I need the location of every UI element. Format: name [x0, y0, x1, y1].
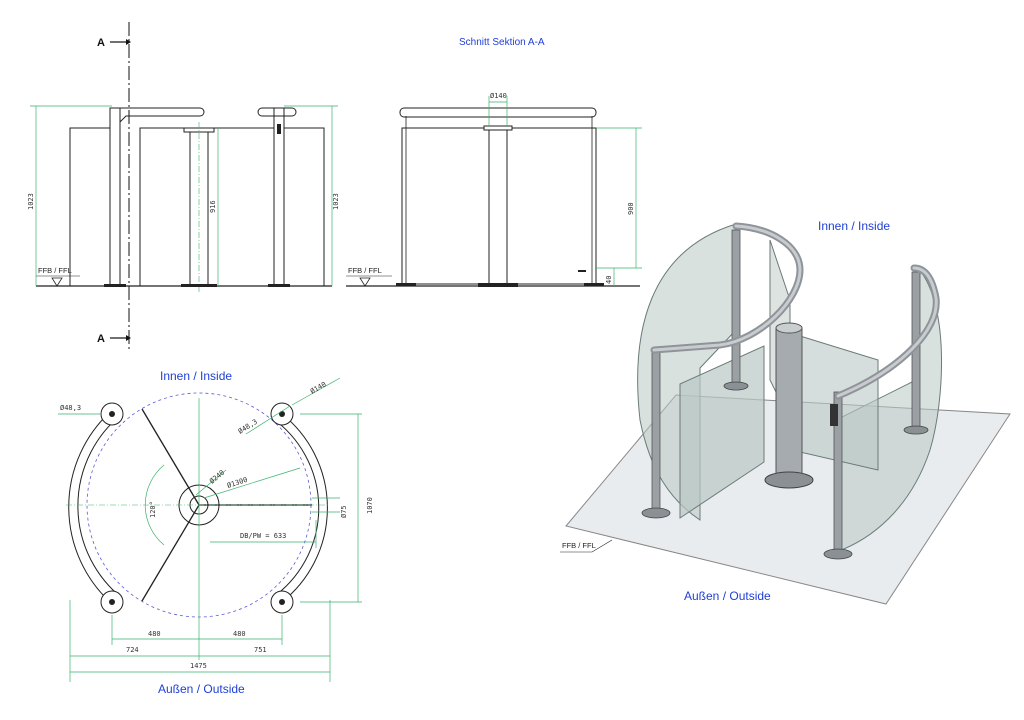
post-back-left — [731, 229, 741, 386]
leader-post-diameter — [291, 377, 341, 406]
post-base-back-left — [723, 381, 749, 391]
plan-post-center-bl — [109, 599, 115, 605]
wing-bottom — [141, 504, 200, 602]
card-reader-icon — [830, 404, 838, 426]
floor-label-3d: FFB / FFL — [562, 541, 596, 550]
label-inside-3d: Innen / Inside — [818, 219, 890, 233]
dim-clearance: 40 — [605, 276, 613, 284]
glass-panel-left — [69, 127, 111, 287]
top-rail-left-highlight — [652, 224, 802, 352]
dim-depth: 1070 — [366, 497, 374, 514]
dim-tube-diameter-left: Ø48,3 — [60, 404, 81, 412]
floor-label-front: FFB / FFL — [38, 266, 72, 275]
top-rail-right — [257, 107, 297, 117]
top-rail-right-highlight — [836, 266, 938, 398]
leader-tube-right — [245, 405, 291, 435]
plan-post-center-tr — [279, 411, 285, 417]
plan-view: Innen / Inside Außen / Outside Ø75 — [58, 369, 374, 696]
section-foot-right — [584, 283, 604, 286]
front-view: A A FFB / FFL 1023 916 — [27, 22, 340, 352]
dim-width-left: 724 — [126, 646, 139, 654]
dim-half-right: 480 — [233, 630, 246, 638]
cut-marker-top: A — [97, 37, 105, 49]
floor-level-symbol — [51, 277, 63, 287]
floor-label-section: FFB / FFL — [348, 266, 382, 275]
plan-post-center-br — [279, 599, 285, 605]
post-front-left — [651, 347, 661, 514]
foot-left — [104, 284, 126, 287]
left-rail-inner — [77, 413, 123, 599]
floor-label-leader — [560, 539, 613, 553]
dim-half-left: 480 — [148, 630, 161, 638]
dim-angle: 120° — [149, 501, 157, 518]
post-base-front-right — [823, 548, 853, 560]
section-top-rail — [399, 107, 597, 118]
angle-arc — [144, 464, 165, 546]
wing-top — [141, 408, 200, 506]
dim-panel-height: 900 — [627, 202, 635, 215]
center-column — [775, 327, 803, 481]
cut-arrowhead-top — [126, 39, 131, 45]
center-column-top — [775, 322, 803, 334]
foot-right — [268, 284, 290, 287]
section-marker — [578, 270, 586, 272]
dim-width-right: 751 — [254, 646, 267, 654]
post-base-back-right — [903, 425, 929, 435]
center-column-base — [764, 471, 814, 489]
dim-section-post-diameter: Ø140 — [490, 92, 507, 100]
glass-panel-right — [139, 127, 325, 287]
leader-sweep-diameter — [203, 467, 301, 499]
floor-level-symbol-section — [359, 277, 371, 287]
foot-center — [181, 284, 217, 287]
section-foot-left — [396, 283, 416, 286]
label-outside-3d: Außen / Outside — [684, 589, 771, 603]
dim-total-width: 1475 — [190, 662, 207, 670]
leader-hub-diameter — [195, 469, 227, 496]
section-title: Schnitt Sektion A-A — [459, 37, 545, 48]
dim-passage-width: DB/PW = 633 — [240, 532, 286, 540]
dim-small-diameter: Ø75 — [340, 505, 348, 518]
dim-post-height: 916 — [209, 200, 217, 213]
section-center-post — [488, 127, 508, 285]
dim-total-height: 1023 — [27, 193, 35, 210]
dim-right-height: 1023 — [332, 193, 340, 210]
left-rail-outer — [68, 411, 111, 603]
section-center-cap — [483, 125, 513, 131]
plan-post-center-tl — [109, 411, 115, 417]
isometric-view: Innen / Inside Außen / Outside FFB / FFL — [560, 219, 1011, 605]
post-base-front-left — [641, 507, 671, 519]
reader-icon — [277, 124, 281, 134]
dim-hub-diameter: Ø240 — [208, 469, 226, 486]
left-post — [109, 107, 121, 287]
right-post — [273, 107, 285, 287]
dim-post-diameter-plan: Ø140 — [309, 380, 328, 395]
label-outside-plan: Außen / Outside — [158, 682, 245, 696]
label-inside-plan: Innen / Inside — [160, 369, 232, 383]
cut-arrowhead-bottom — [126, 335, 131, 341]
right-rail-outer — [281, 413, 328, 603]
top-rail-left — [110, 107, 205, 123]
cut-marker-bottom: A — [97, 333, 105, 345]
section-view: FFB / FFL Ø140 900 40 — [346, 92, 642, 287]
section-center-foot — [478, 283, 518, 287]
right-rail-inner — [271, 417, 320, 599]
